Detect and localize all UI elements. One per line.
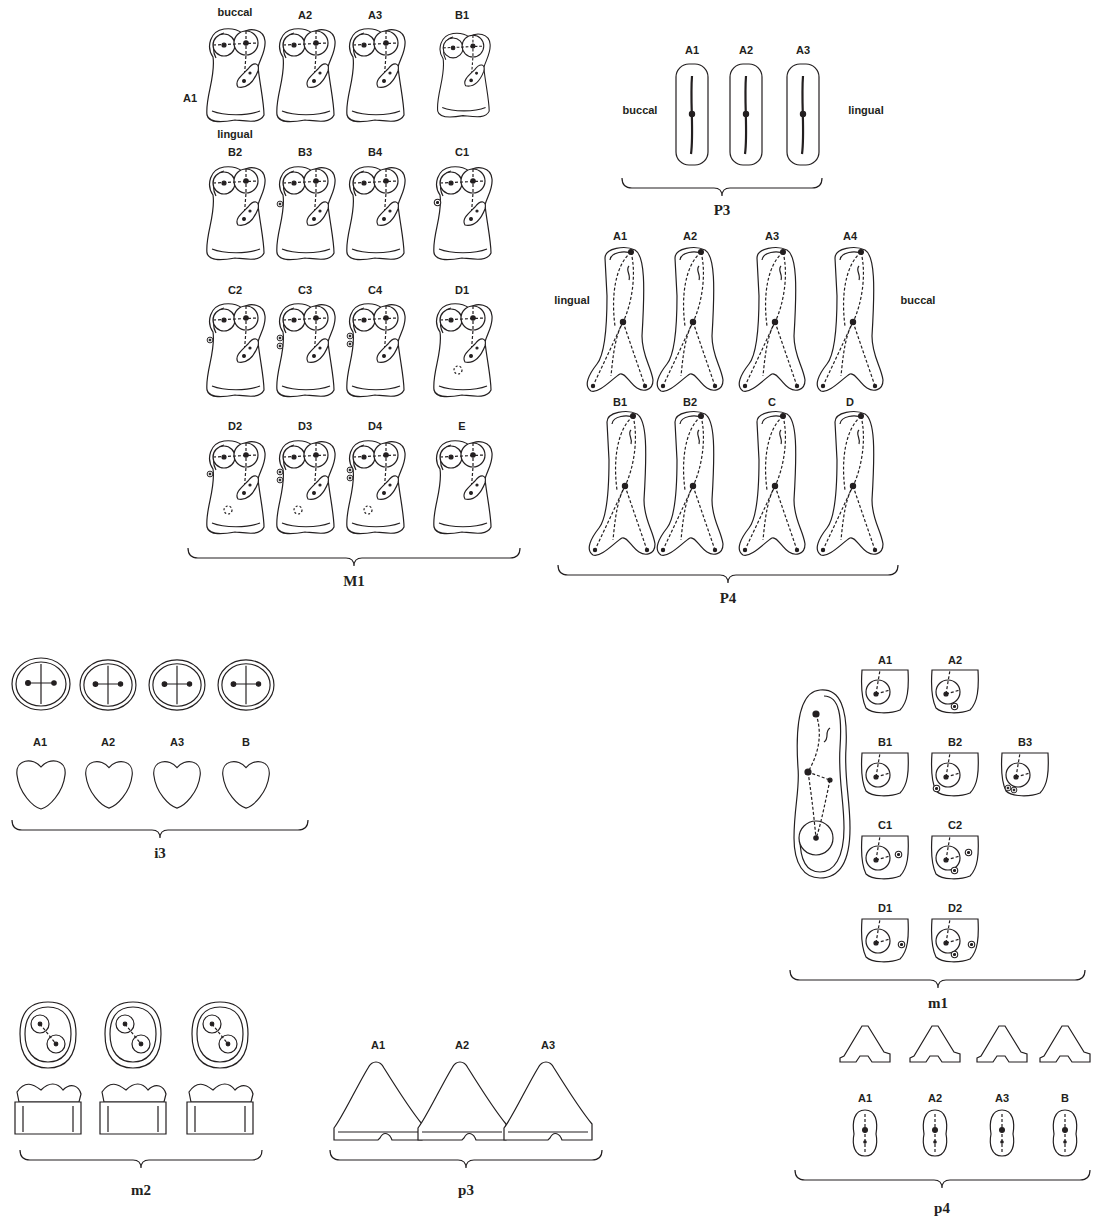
morphotype-label: D: [846, 397, 854, 408]
morphotype-label: buccal: [901, 295, 936, 306]
morphotype-label: B1: [455, 10, 469, 21]
morphotype-label: A2: [683, 231, 697, 242]
morphotype-label: C2: [948, 820, 962, 831]
morphotype-label: A3: [368, 10, 382, 21]
morphotype-label: A1: [613, 231, 627, 242]
morphotype-label: C4: [368, 285, 382, 296]
morphotype-label: C3: [298, 285, 312, 296]
morphotype-label: A2: [455, 1040, 469, 1051]
morphotype-label: A3: [995, 1093, 1009, 1104]
morphotype-label: B3: [1018, 737, 1032, 748]
morphotype-label: C1: [455, 147, 469, 158]
section-name: m1: [928, 996, 948, 1011]
morphotype-label: B3: [298, 147, 312, 158]
morphotype-label: buccal: [623, 105, 658, 116]
morphotype-label: A2: [298, 10, 312, 21]
morphotype-label: buccal: [218, 7, 253, 18]
morphotype-label: lingual: [848, 105, 883, 116]
morphotype-label: A2: [928, 1093, 942, 1104]
morphotype-label: B: [242, 737, 250, 748]
morphotype-label: B1: [878, 737, 892, 748]
morphotype-label: A3: [170, 737, 184, 748]
morphotype-label: A3: [765, 231, 779, 242]
morphotype-label: C2: [228, 285, 242, 296]
morphotype-label: A3: [541, 1040, 555, 1051]
morphotype-label: B2: [683, 397, 697, 408]
section-name: m2: [131, 1183, 151, 1198]
morphotype-label: B4: [368, 147, 382, 158]
morphotype-label: A4: [843, 231, 857, 242]
morphotype-label: A1: [183, 93, 197, 104]
morphotype-label: B: [1061, 1093, 1069, 1104]
morphotype-label: D2: [228, 421, 242, 432]
morphotype-label: C: [768, 397, 776, 408]
morphotype-label: E: [458, 421, 465, 432]
section-name: i3: [154, 846, 166, 861]
morphotype-label: A1: [878, 655, 892, 666]
morphotype-label: A2: [739, 45, 753, 56]
morphotype-label: lingual: [554, 295, 589, 306]
section-name: p4: [934, 1201, 950, 1216]
section-name: P4: [720, 591, 737, 606]
section-name: P3: [714, 203, 731, 218]
morphotype-label: B2: [228, 147, 242, 158]
morphotype-label: A1: [685, 45, 699, 56]
morphotype-label: A2: [101, 737, 115, 748]
morphotype-label: C1: [878, 820, 892, 831]
morphotype-label: D1: [455, 285, 469, 296]
section-name: M1: [343, 574, 365, 589]
morphotype-label: D1: [878, 903, 892, 914]
morphotype-label: D3: [298, 421, 312, 432]
morphotype-label: A2: [948, 655, 962, 666]
morphotype-label: lingual: [217, 129, 252, 140]
morphotype-label: D4: [368, 421, 382, 432]
morphotype-label: A1: [371, 1040, 385, 1051]
morphotype-label: A3: [796, 45, 810, 56]
morphotype-label: A1: [33, 737, 47, 748]
morphotype-label: B2: [948, 737, 962, 748]
morphotype-label: A1: [858, 1093, 872, 1104]
morphotype-label: B1: [613, 397, 627, 408]
morphotype-label: D2: [948, 903, 962, 914]
section-name: p3: [458, 1183, 474, 1198]
